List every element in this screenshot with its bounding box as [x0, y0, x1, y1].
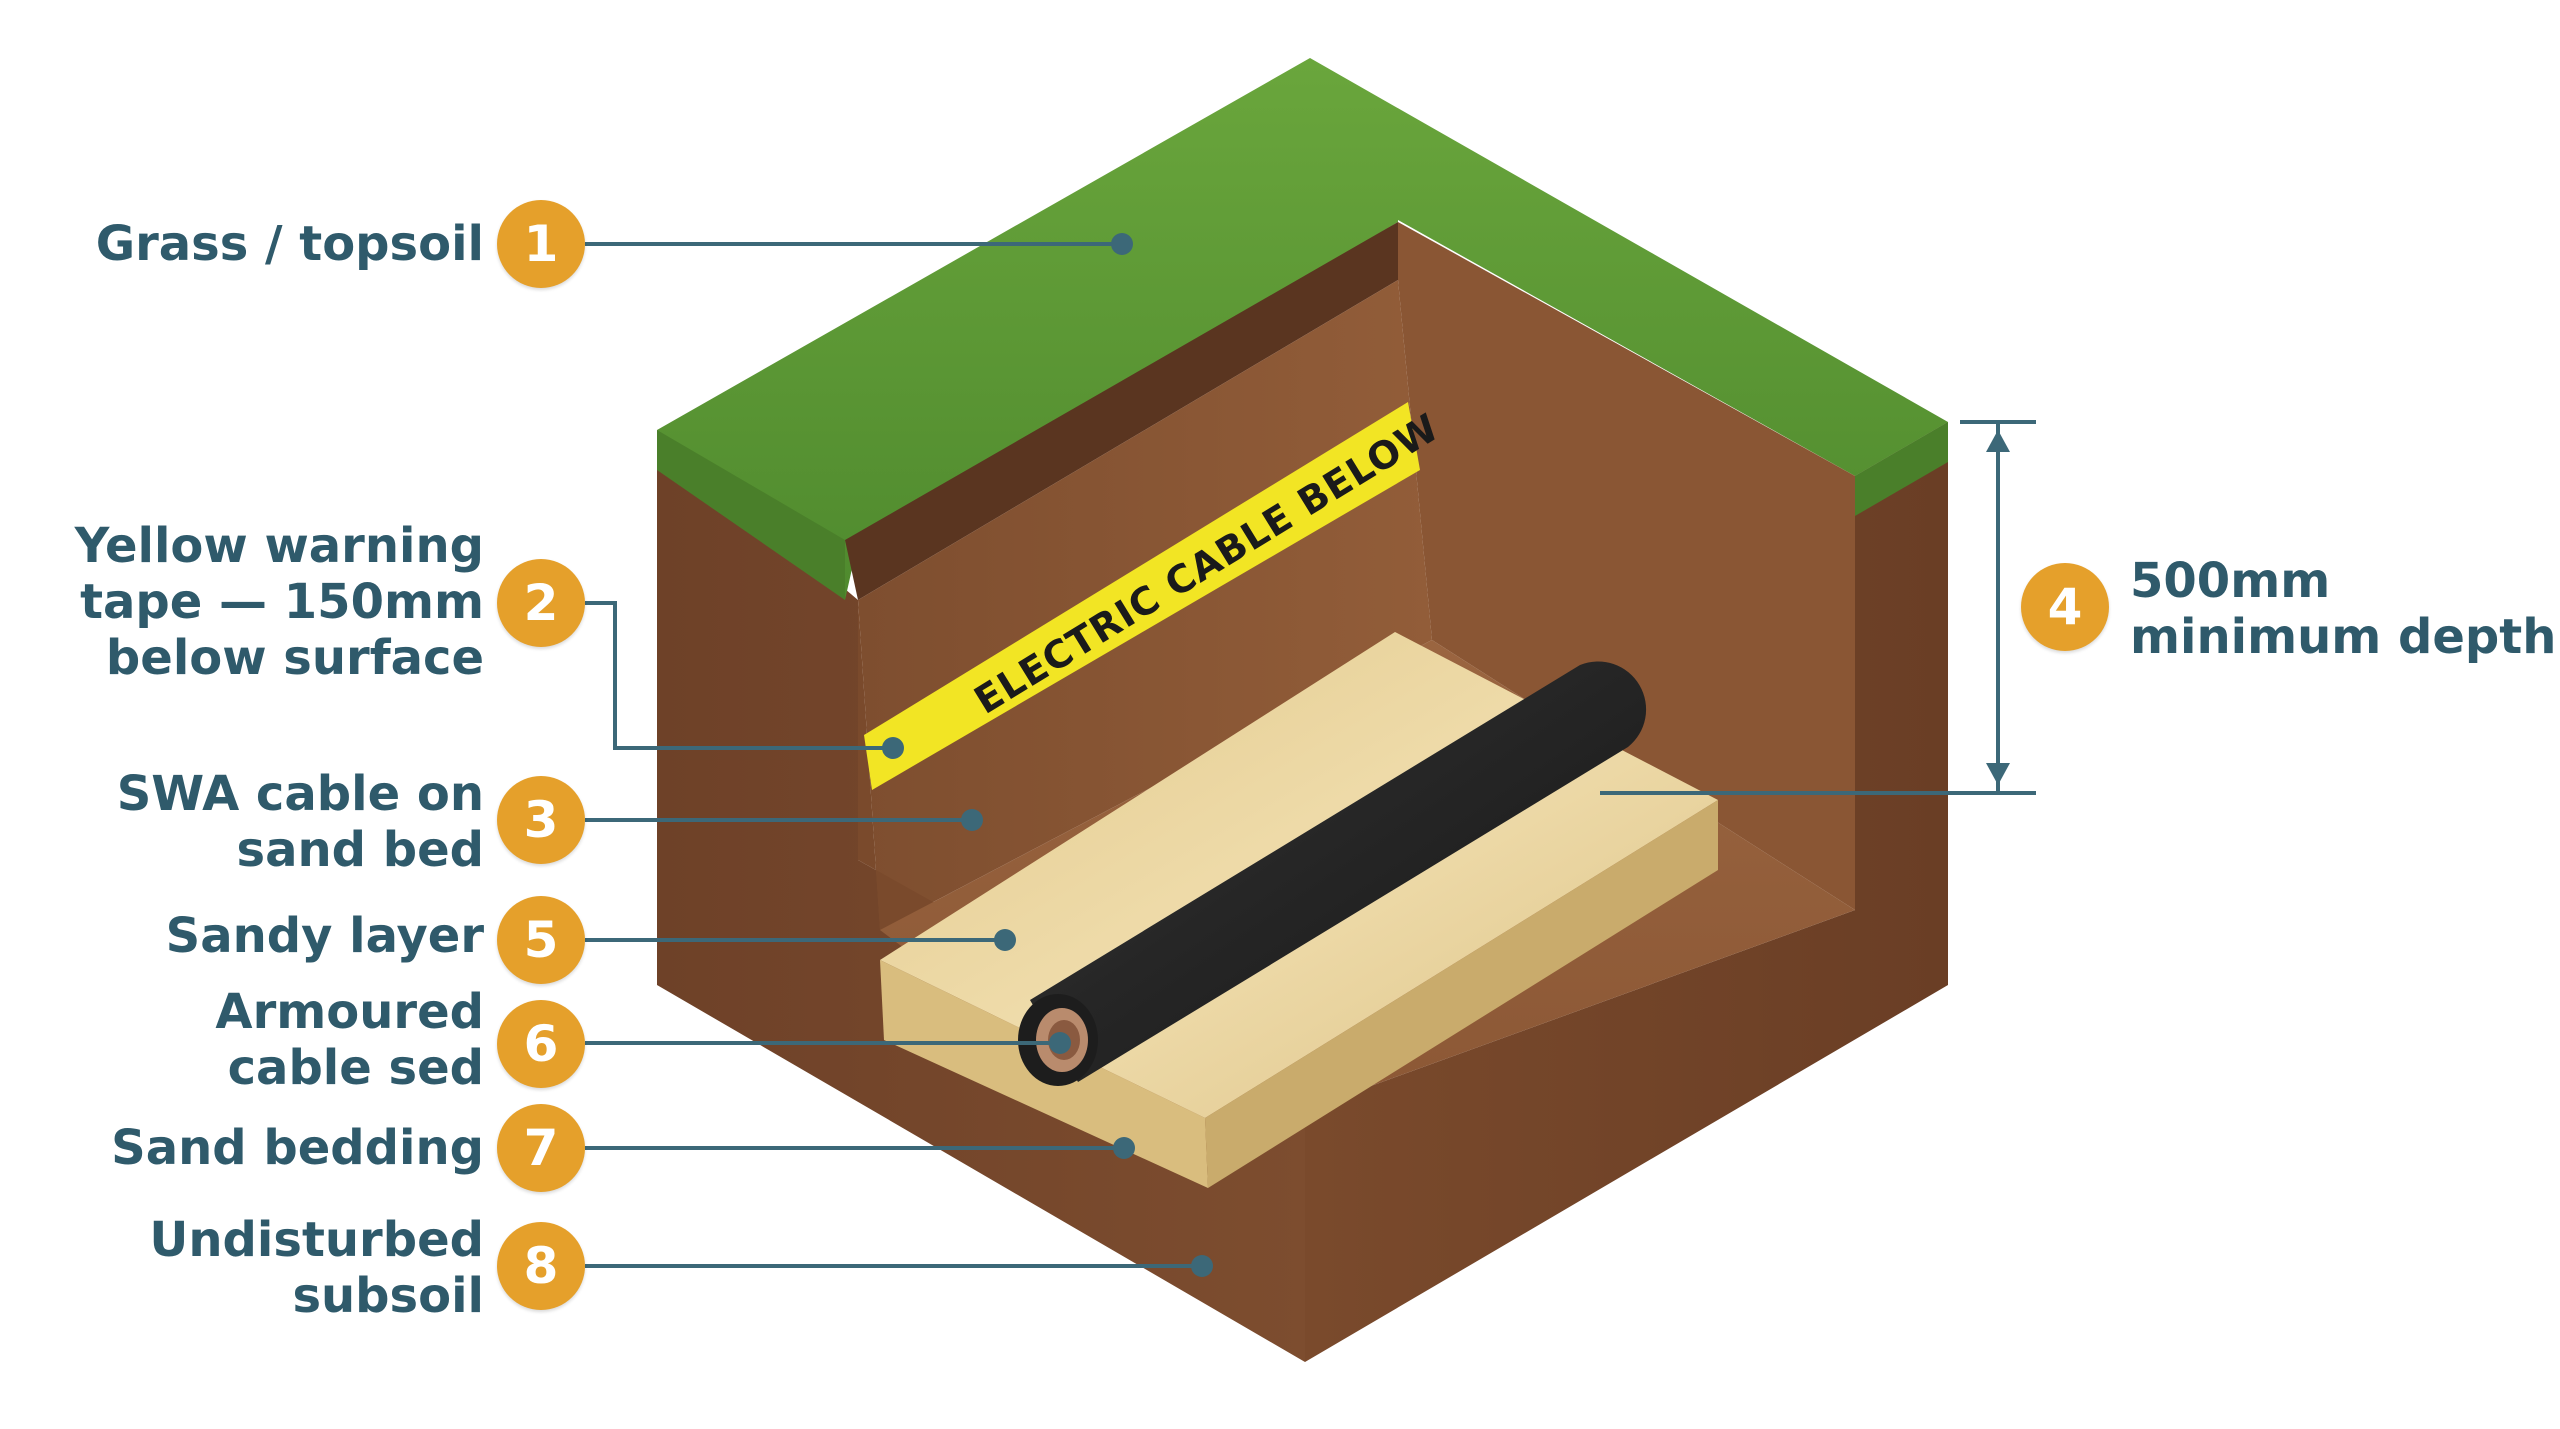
callout-badge-6: 6 [497, 1000, 585, 1088]
sand-bed-side [1205, 800, 1718, 1188]
depth-arrow-up [1986, 430, 2010, 452]
callout-text: cable sed [227, 1040, 484, 1096]
callout-text: below surface [105, 630, 484, 686]
soil-block-right-face [1305, 422, 1948, 1362]
callout-badge-5: 5 [497, 896, 585, 984]
depth-callout-label: 500mm minimum depth [2130, 553, 2560, 665]
callout-label-5: Sandy layer [24, 908, 484, 964]
depth-callout-text: minimum depth [2130, 609, 2557, 665]
callout-label-1: Grass / topsoil [24, 216, 484, 272]
leader-dot-3 [961, 809, 983, 831]
leader-lines [585, 242, 1202, 1268]
leader-dot-6 [1049, 1032, 1071, 1054]
callout-label-3: SWA cable on sand bed [24, 766, 484, 878]
callout-text: Undisturbed [149, 1212, 484, 1268]
callout-text: sand bed [236, 822, 484, 878]
depth-arrow-down [1986, 763, 2010, 785]
callout-label-2: Yellow warning tape — 150mm below surfac… [24, 518, 484, 686]
depth-callout-text: 500mm [2130, 553, 2331, 609]
callout-badge-3: 3 [497, 776, 585, 864]
leader-dot-2 [882, 737, 904, 759]
callout-text: tape — 150mm [80, 574, 484, 630]
callout-text: Sandy layer [165, 908, 484, 964]
callout-label-6: Armoured cable sed [24, 984, 484, 1096]
leader-dots [882, 233, 1213, 1277]
callout-text: Yellow warning [74, 518, 484, 574]
callout-badge-7: 7 [497, 1104, 585, 1192]
callout-badge-2: 2 [497, 559, 585, 647]
callout-text: SWA cable on [116, 766, 484, 822]
topsoil-band [845, 222, 1398, 600]
leader-dot-7 [1113, 1137, 1135, 1159]
callout-text: Armoured [215, 984, 484, 1040]
leader-dot-1 [1111, 233, 1133, 255]
leader-line-2 [585, 601, 893, 750]
callout-text: subsoil [292, 1268, 484, 1324]
grass-edge-right [1855, 422, 1948, 516]
grass-edge-left [657, 430, 845, 600]
leader-dot-8 [1191, 1255, 1213, 1277]
leader-dot-5 [994, 929, 1016, 951]
armoured-cable [1030, 661, 1647, 1082]
depth-callout-badge: 4 [2021, 563, 2109, 651]
warning-tape [864, 402, 1420, 790]
callout-label-8: Undisturbed subsoil [24, 1212, 484, 1324]
callout-text: Sand bedding [111, 1120, 484, 1176]
callout-label-7: Sand bedding [24, 1120, 484, 1176]
trench-side-wall [1398, 222, 1855, 910]
callout-text: Grass / topsoil [95, 216, 484, 272]
callout-badge-1: 1 [497, 200, 585, 288]
callout-badge-8: 8 [497, 1222, 585, 1310]
